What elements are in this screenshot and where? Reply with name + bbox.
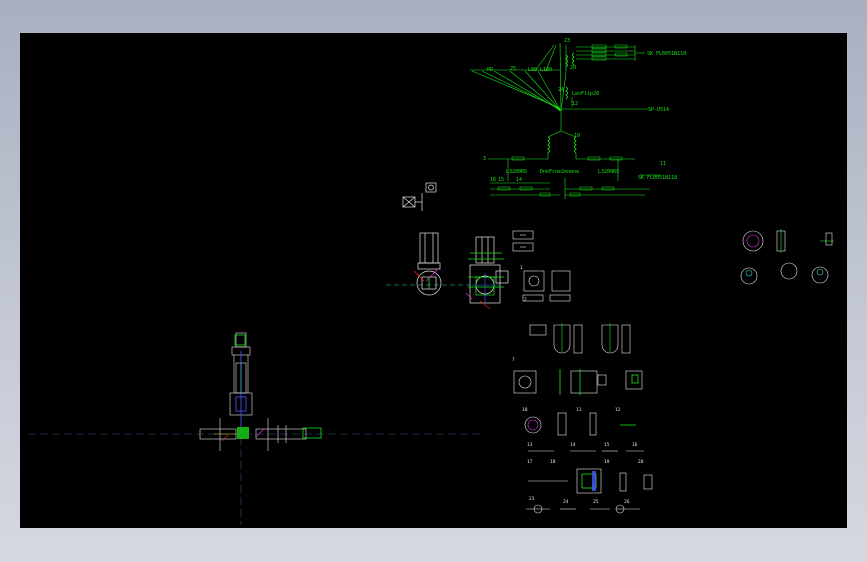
num-16b: 16 (632, 442, 638, 448)
part-details: 1 2 7 (512, 265, 653, 514)
label-sp: SP-U514 (648, 107, 669, 113)
num-1: 1 (520, 265, 523, 271)
num-26: 26 (624, 499, 630, 505)
right-assembly (465, 230, 534, 310)
center-assembly (386, 232, 470, 296)
num-18: 18 (550, 459, 556, 465)
num-15: 15 (498, 177, 504, 183)
fan-lines (470, 42, 648, 131)
label-l100: L100 (540, 67, 552, 73)
num-10: 10 (574, 133, 580, 139)
far-right-details (740, 229, 834, 285)
num-16: 16 (490, 177, 496, 183)
bus-terminals (497, 44, 628, 197)
label-l3200rs-right: L3200RS (598, 169, 619, 175)
num-20b: 20 (638, 459, 644, 465)
num-12b: 12 (615, 407, 621, 413)
num-24b: 24 (563, 499, 569, 505)
label-sk-top: SK FL0051N118 (647, 51, 686, 57)
num-17: 17 (527, 459, 533, 465)
num-2: 2 (524, 297, 527, 303)
main-assembly (28, 332, 482, 525)
num-25: 25 (510, 66, 516, 72)
label-sk-bottom: SK FL0051N118 (638, 175, 677, 181)
num-23: 23 (564, 38, 570, 44)
label-l80: L80 (528, 67, 537, 73)
lower-branch (488, 130, 660, 199)
num-25b: 25 (593, 499, 599, 505)
num-3: 3 (483, 156, 486, 162)
num-14: 14 (516, 177, 522, 183)
num-23b: 23 (529, 496, 535, 502)
num-15b: 15 (604, 442, 610, 448)
num-7: 7 (512, 357, 515, 363)
valve-symbol (402, 182, 437, 211)
num-19: 19 (604, 459, 610, 465)
label-pd: PD (487, 67, 493, 73)
num-11b: 11 (576, 407, 582, 413)
num-13: 13 (527, 442, 533, 448)
num-11: 11 (660, 161, 666, 167)
num-10b: 10 (522, 407, 528, 413)
drawing-canvas[interactable]: PD L80 L100 SK FL0051N118 SP-U514 LenFli… (20, 33, 847, 528)
transformer-coils (547, 52, 577, 154)
label-lenflip: LenFlip20 (572, 91, 599, 97)
num-24: 24 (558, 87, 564, 93)
num-20: 20 (570, 65, 576, 71)
wiring-schematic: PD L80 L100 SK FL0051N118 SP-U514 LenFli… (470, 38, 686, 199)
cad-drawing: PD L80 L100 SK FL0051N118 SP-U514 LenFli… (28, 38, 834, 525)
label-l3200rs-left: L3200RS (506, 169, 527, 175)
label-center-note: DnkFcne2enene (540, 169, 579, 175)
num-12: 12 (572, 101, 578, 107)
num-14b: 14 (570, 442, 576, 448)
